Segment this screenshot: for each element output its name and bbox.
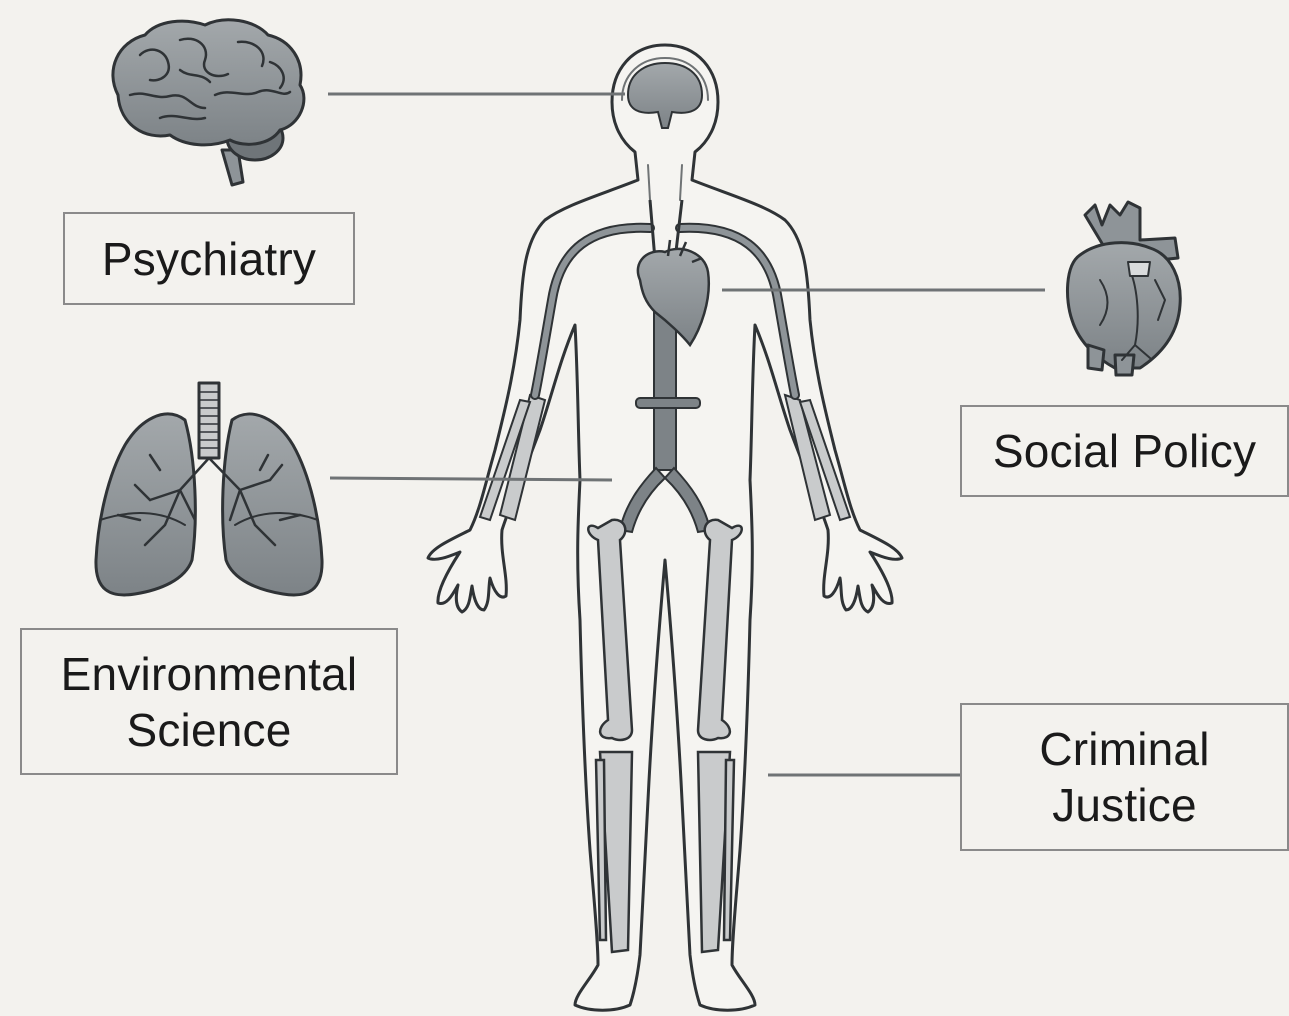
body-outline	[428, 45, 902, 1010]
cerebrum	[113, 20, 304, 145]
label-criminal-justice-line-2: Justice	[1039, 777, 1209, 833]
leg-bones	[588, 520, 742, 952]
brain-icon	[113, 20, 304, 185]
label-environmental-science: Environmental Science	[20, 628, 398, 775]
heart-icon	[1067, 202, 1180, 375]
label-environmental-science-line-1: Environmental	[61, 646, 358, 702]
right-lung	[223, 414, 322, 595]
left-lung	[96, 414, 195, 595]
label-social-policy: Social Policy	[960, 405, 1289, 497]
human-body-figure	[428, 45, 902, 1010]
label-criminal-justice: Criminal Justice	[960, 703, 1289, 851]
label-criminal-justice-line-1: Criminal	[1039, 721, 1209, 777]
label-environmental-science-line-2: Science	[61, 702, 358, 758]
label-psychiatry: Psychiatry	[63, 212, 355, 305]
label-psychiatry-text: Psychiatry	[102, 231, 316, 287]
connector-environmental-science	[330, 478, 612, 480]
label-social-policy-text: Social Policy	[993, 423, 1256, 479]
trachea	[199, 383, 219, 458]
lungs-icon	[96, 383, 322, 595]
